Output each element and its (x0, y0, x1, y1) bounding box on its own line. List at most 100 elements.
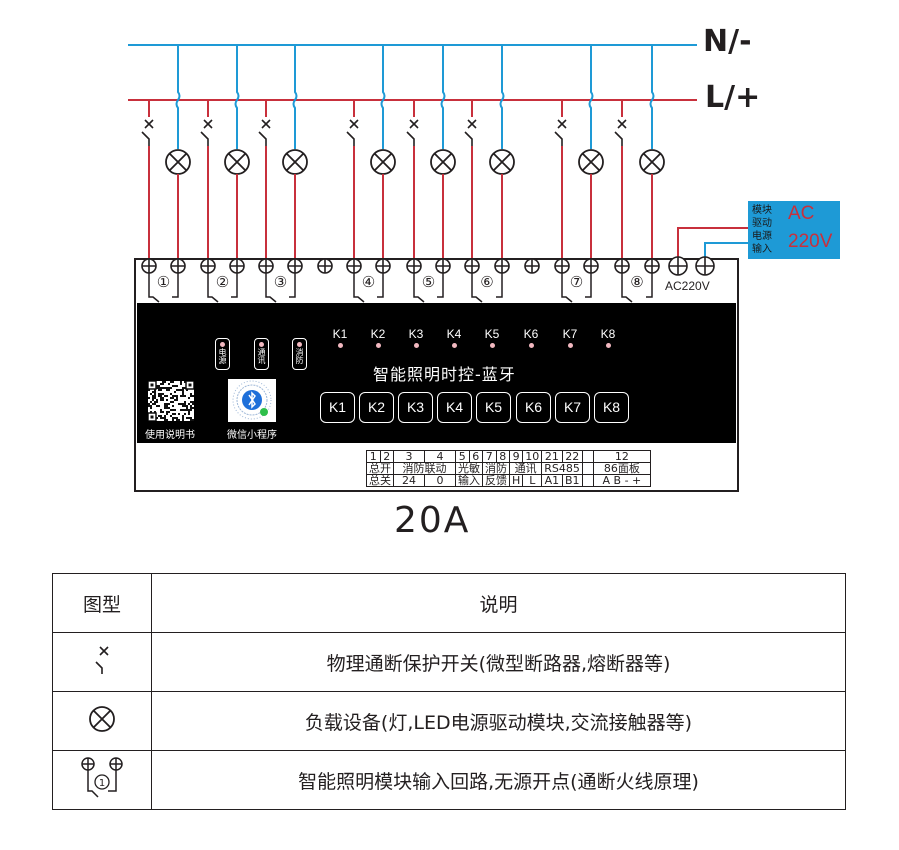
led-label: 消防 (293, 349, 306, 365)
breaker-icon (144, 119, 154, 129)
channel-button-k6[interactable]: K6 (516, 392, 551, 423)
pin-cell: B1 (561, 474, 583, 487)
legend-row: 物理通断保护开关(微型断路器,熔断器等) (52, 632, 846, 692)
legend-description: 负载设备(灯,LED电源驱动模块,交流接触器等) (151, 691, 846, 751)
channel-led-indicator (489, 343, 495, 348)
lamp-cross (373, 152, 393, 172)
psu-line: 驱动 (752, 218, 772, 229)
pin-cell: 输入 (455, 474, 483, 487)
pin-cell: A B - + (592, 474, 651, 487)
breaker-icon (203, 119, 213, 129)
pin-cell: 24 (393, 474, 425, 487)
pin-cell: 1 (366, 450, 381, 463)
lamp-cross (581, 152, 601, 172)
pin-cell: A1 (541, 474, 563, 487)
channel-button-k3[interactable]: K3 (398, 392, 433, 423)
lamp-cross (642, 152, 662, 172)
channel-button-k5[interactable]: K5 (476, 392, 511, 423)
led-dot (297, 342, 302, 347)
neutral-bus-label: N/- (703, 24, 752, 59)
legend-table: 图型 说明 物理通断保护开关(微型断路器,熔断器等) 负载设备(灯,LED电源驱… (52, 573, 846, 810)
breaker-contact (614, 131, 623, 146)
channel-led-indicator (413, 343, 419, 348)
led-label: 通讯 (255, 349, 268, 365)
neutral-drop-wire (175, 45, 181, 149)
pin-cell: L (522, 474, 543, 487)
pin-cell: 2 (379, 450, 394, 463)
pin-cell: 总关 (366, 474, 394, 487)
legend-description: 智能照明模块输入回路,无源开点(通断火线原理) (151, 750, 846, 810)
channel-button-k2[interactable]: K2 (359, 392, 394, 423)
circuit-number: ④ (361, 273, 376, 291)
breaker-icon (557, 119, 567, 129)
led-dot (220, 342, 225, 347)
lamp-icon (89, 705, 115, 732)
led-label-char: 防 (295, 356, 304, 365)
breaker-contact (141, 131, 150, 146)
breaker-contact (346, 131, 355, 146)
channel-button-k4[interactable]: K4 (437, 392, 472, 423)
neutral-drop-wire (234, 45, 240, 149)
breaker-icon (467, 119, 477, 129)
legend-symbol-cell (52, 632, 152, 692)
legend-description: 物理通断保护开关(微型断路器,熔断器等) (151, 632, 846, 692)
channel-button-k7[interactable]: K7 (555, 392, 590, 423)
breaker-icon (261, 119, 271, 129)
psu-line: 输入 (752, 244, 772, 255)
pin-cell: 7 (482, 450, 497, 463)
pin-cell: 反馈 (482, 474, 510, 487)
circuit-6 (464, 45, 515, 266)
channel-led-indicator (375, 343, 381, 348)
pin-cell: 10 (522, 450, 543, 463)
panel-title: 智能照明时控-蓝牙 (373, 365, 516, 384)
legend-header-description: 说明 (151, 573, 846, 633)
channel-led-indicator (567, 343, 573, 348)
lamp-cross (492, 152, 512, 172)
channel-led-label: K2 (370, 327, 386, 341)
pin-cell: 12 (592, 450, 651, 463)
circuit-number: ⑧ (630, 273, 644, 291)
breaker-icon (617, 119, 627, 129)
lamp-cross (285, 152, 305, 172)
pin-cell: 4 (424, 450, 456, 463)
led-label-char: 通 (257, 348, 266, 357)
pin-number-row: 1 2 3 4 5 6 7 8 9 10 21 22 12 (366, 450, 651, 463)
breaker-icon (349, 119, 359, 129)
neutral-drop-wire (649, 45, 655, 149)
channel-led-label: K5 (484, 327, 500, 341)
psu-voltage-ac: AC (788, 203, 815, 224)
circuit-number: ⑥ (480, 273, 494, 291)
legend-header-row: 图型 说明 (52, 573, 846, 633)
legend-symbol-cell (52, 691, 152, 751)
circuit-number: ② (215, 273, 230, 291)
relay-loop-icon: 1 (81, 756, 123, 798)
circuit-number: ③ (273, 273, 288, 291)
psu-line: 电源 (752, 231, 772, 242)
live-bus-label: L/+ (705, 80, 761, 115)
power-input-description: 模块 驱动 电源 输入 (752, 204, 778, 256)
channel-led-label: K6 (523, 327, 539, 341)
circuit-2 (200, 45, 250, 266)
breaker-contact (464, 131, 473, 146)
channel-led-label: K7 (562, 327, 578, 341)
pin-cell: 9 (508, 450, 524, 463)
pin-cell (581, 462, 594, 475)
led-dot (259, 342, 264, 347)
channel-button-k8[interactable]: K8 (594, 392, 629, 423)
miniprogram-qr-code[interactable] (228, 379, 276, 422)
lamp-cross (227, 152, 247, 172)
model-rating: 20A (394, 500, 471, 541)
neutral-drop-wire (588, 45, 594, 149)
led-label: 电源 (216, 349, 229, 365)
manual-qr-code[interactable] (147, 380, 195, 422)
power-input-box: 模块 驱动 电源 输入 AC 220V (748, 201, 840, 259)
lamp-cross (168, 152, 188, 172)
channel-led-label: K4 (446, 327, 462, 341)
pin-cell: 消防联动 (393, 462, 456, 475)
svg-text:1: 1 (99, 778, 105, 789)
channel-button-k1[interactable]: K1 (320, 392, 355, 423)
legend-row: 1 智能照明模块输入回路,无源开点(通断火线原理) (52, 750, 846, 810)
pin-cell: H (508, 474, 524, 487)
channel-led-label: K8 (600, 327, 616, 341)
circuit-number: ⑤ (421, 273, 436, 291)
